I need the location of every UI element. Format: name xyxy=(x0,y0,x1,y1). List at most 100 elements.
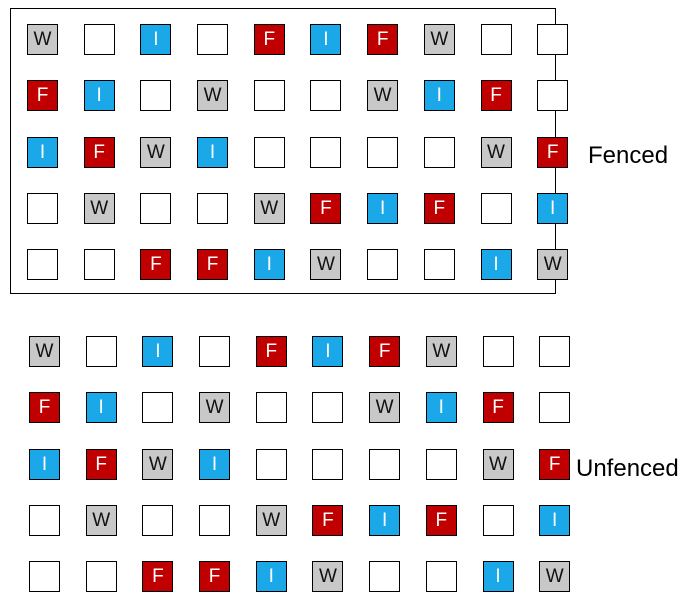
cell-f: F xyxy=(369,336,401,367)
cell-w: W xyxy=(369,392,401,424)
cell-i: I xyxy=(369,504,401,536)
cell-i: I xyxy=(367,192,399,224)
cell-f: F xyxy=(142,561,174,593)
cell-f: F xyxy=(140,249,172,281)
cell-i: I xyxy=(199,448,231,480)
cell-empty xyxy=(369,448,401,480)
cell-empty xyxy=(255,448,287,480)
cell-w: W xyxy=(425,336,457,367)
cell-empty xyxy=(197,24,229,55)
cell-f: F xyxy=(310,192,342,224)
cell-empty xyxy=(83,24,115,55)
cell-w: W xyxy=(253,192,285,224)
cell-f: F xyxy=(423,192,455,224)
cell-empty xyxy=(83,249,115,281)
cell-empty xyxy=(367,249,399,281)
cell-w: W xyxy=(27,24,58,55)
cell-w: W xyxy=(197,80,229,112)
cell-empty xyxy=(199,336,231,367)
cell-i: I xyxy=(255,561,287,593)
cell-i: I xyxy=(480,249,512,281)
cell-i: I xyxy=(140,24,172,55)
cell-w: W xyxy=(537,249,569,281)
cell-empty xyxy=(312,392,344,424)
cell-empty xyxy=(369,561,401,593)
cell-w: W xyxy=(142,448,174,480)
cell-w: W xyxy=(367,80,399,112)
cell-empty xyxy=(140,80,172,112)
cell-empty xyxy=(423,249,455,281)
cell-i: I xyxy=(539,504,571,536)
cell-f: F xyxy=(255,336,287,367)
cell-w: W xyxy=(85,504,117,536)
cell-empty xyxy=(253,80,285,112)
cell-empty xyxy=(85,336,117,367)
cell-empty xyxy=(480,24,512,55)
unfenced-label: Unfenced xyxy=(576,455,679,482)
cell-i: I xyxy=(27,136,58,168)
cell-f: F xyxy=(425,504,457,536)
cell-f: F xyxy=(83,136,115,168)
cell-empty xyxy=(85,561,117,593)
cell-i: I xyxy=(423,80,455,112)
cell-f: F xyxy=(199,561,231,593)
cell-empty xyxy=(29,561,60,593)
cell-i: I xyxy=(310,24,342,55)
cell-w: W xyxy=(312,561,344,593)
cell-f: F xyxy=(537,136,569,168)
cell-empty xyxy=(423,136,455,168)
cell-empty xyxy=(29,504,60,536)
cell-empty xyxy=(199,504,231,536)
cell-i: I xyxy=(83,80,115,112)
cell-i: I xyxy=(197,136,229,168)
cell-empty xyxy=(480,192,512,224)
cell-empty xyxy=(312,448,344,480)
cell-f: F xyxy=(312,504,344,536)
cell-empty xyxy=(310,136,342,168)
cell-w: W xyxy=(539,561,571,593)
cell-empty xyxy=(310,80,342,112)
cell-i: I xyxy=(425,392,457,424)
cell-f: F xyxy=(253,24,285,55)
cell-i: I xyxy=(253,249,285,281)
cell-w: W xyxy=(140,136,172,168)
cell-i: I xyxy=(537,192,569,224)
cell-empty xyxy=(255,392,287,424)
cell-i: I xyxy=(312,336,344,367)
cell-w: W xyxy=(199,392,231,424)
cell-empty xyxy=(537,80,569,112)
cell-empty xyxy=(425,561,457,593)
cell-f: F xyxy=(27,80,58,112)
cell-f: F xyxy=(85,448,117,480)
cell-f: F xyxy=(197,249,229,281)
cell-i: I xyxy=(482,561,514,593)
cell-w: W xyxy=(310,249,342,281)
cell-empty xyxy=(482,336,514,367)
cell-empty xyxy=(539,336,571,367)
cell-empty xyxy=(140,192,172,224)
cell-w: W xyxy=(423,24,455,55)
cell-empty xyxy=(253,136,285,168)
cell-empty xyxy=(539,392,571,424)
cell-empty xyxy=(425,448,457,480)
cell-f: F xyxy=(480,80,512,112)
cell-w: W xyxy=(482,448,514,480)
fenced-label: Fenced xyxy=(588,142,669,169)
cell-empty xyxy=(197,192,229,224)
cell-w: W xyxy=(480,136,512,168)
cell-i: I xyxy=(142,336,174,367)
cell-f: F xyxy=(367,24,399,55)
cell-w: W xyxy=(83,192,115,224)
cell-empty xyxy=(142,504,174,536)
cell-empty xyxy=(142,392,174,424)
cell-w: W xyxy=(255,504,287,536)
cell-w: W xyxy=(29,336,60,367)
cell-empty xyxy=(27,192,58,224)
cell-empty xyxy=(367,136,399,168)
cell-empty xyxy=(537,24,569,55)
cell-i: I xyxy=(85,392,117,424)
